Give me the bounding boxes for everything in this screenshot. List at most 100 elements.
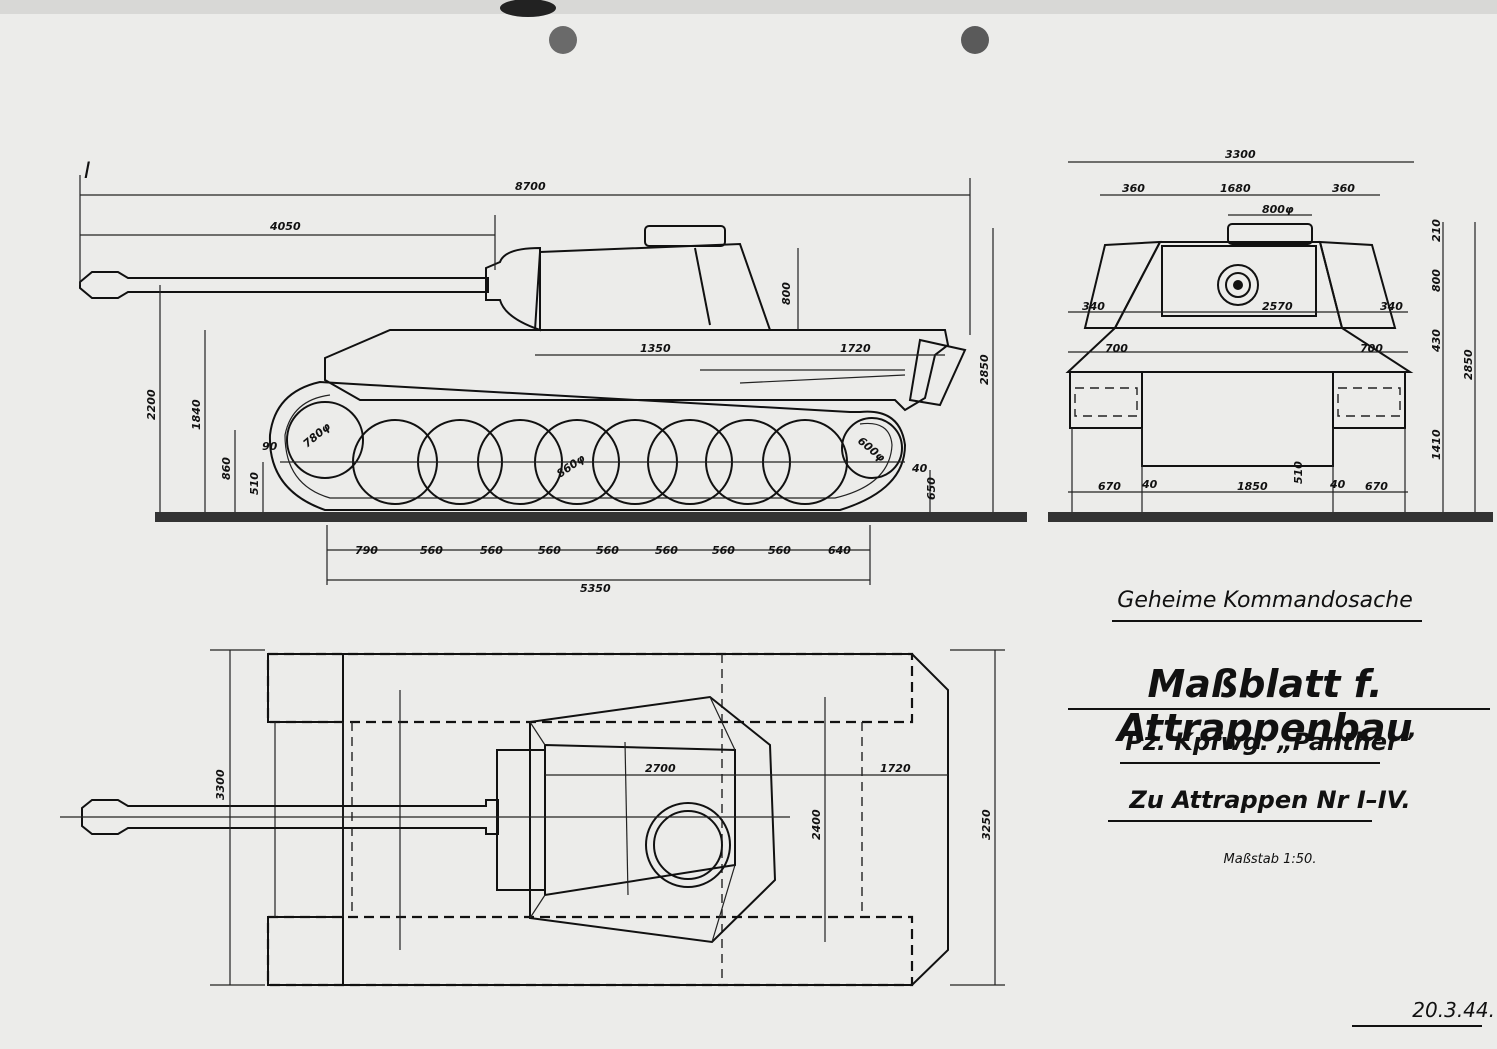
top-turret-facet xyxy=(711,864,736,943)
view-marker: I xyxy=(84,159,91,184)
top-sprocket-left xyxy=(267,653,344,723)
front-ground xyxy=(1048,512,1493,522)
label-front-side-left: 360 xyxy=(1122,182,1145,195)
label-small-gap-right: 40 xyxy=(911,462,928,475)
top-gun-barrel xyxy=(81,799,499,835)
label-turret-offset: 1350 xyxy=(640,342,671,355)
label-hull-height-total: 2850 xyxy=(978,354,991,385)
label-spacing-2: 560 xyxy=(420,544,443,557)
top-sprocket-right xyxy=(267,916,344,986)
side-cupola xyxy=(644,225,726,247)
date-underline xyxy=(1352,1025,1482,1027)
dummy-subtitle: Zu Attrappen Nr I–IV. xyxy=(1129,786,1411,814)
label-spacing-5: 560 xyxy=(596,544,619,557)
label-top-width: 3300 xyxy=(214,769,227,800)
label-spacing-6: 560 xyxy=(655,544,678,557)
top-turret-facet xyxy=(529,894,546,919)
label-rear-clearance: 650 xyxy=(925,477,938,500)
label-front-lower-h: 1410 xyxy=(1430,429,1443,460)
vehicle-subtitle: Pz. Kpfwg. „Panther” xyxy=(1125,728,1415,756)
label-spacing-3: 560 xyxy=(480,544,503,557)
label-front-gap-right: 40 xyxy=(1329,478,1346,491)
label-track-contact: 5350 xyxy=(580,582,611,595)
label-top-rear-offset: 1720 xyxy=(880,762,911,775)
label-turret-height: 800 xyxy=(780,282,793,305)
side-ground xyxy=(155,512,1027,522)
label-spacing-1: 790 xyxy=(355,544,378,557)
front-track-left-inner xyxy=(1074,387,1138,417)
title-underline xyxy=(1068,708,1490,710)
paper-edge xyxy=(0,0,1497,14)
top-cupola-inner xyxy=(653,810,723,880)
subtitle-underline xyxy=(1120,762,1380,764)
label-spacing-4: 560 xyxy=(538,544,561,557)
scale-label: Maßstab 1:50. xyxy=(1223,852,1317,867)
side-idler xyxy=(841,417,903,479)
label-top-turret-length: 2700 xyxy=(645,762,676,775)
front-hull-lower xyxy=(1141,371,1334,467)
label-front-right-offset: 340 xyxy=(1380,300,1403,313)
pin-hole-right xyxy=(961,26,989,54)
front-cupola xyxy=(1227,223,1313,245)
label-front-track-upper-right: 700 xyxy=(1360,342,1383,355)
classification-label: Geheime Kommandosache xyxy=(1117,588,1413,613)
side-turret-line xyxy=(694,247,711,326)
side-track-inner xyxy=(284,394,893,499)
label-front-side-right: 360 xyxy=(1332,182,1355,195)
ink-stain xyxy=(500,0,556,17)
side-hull xyxy=(324,329,950,412)
classification-underline xyxy=(1112,620,1422,622)
label-top-hull-width: 3250 xyxy=(980,809,993,840)
top-cupola-outer xyxy=(645,802,731,888)
side-sprocket xyxy=(286,401,364,479)
sheet-title: Maßblatt f. Attrappenbau xyxy=(1117,662,1413,750)
pin-hole-left xyxy=(549,26,577,54)
label-front-total-h: 2850 xyxy=(1462,349,1475,380)
label-front-track-left: 670 xyxy=(1098,480,1121,493)
front-gun-outer xyxy=(1217,264,1259,306)
front-view: 3300 360 1680 360 800φ 2570 340 340 700 … xyxy=(1048,148,1493,522)
label-track-height: 860 xyxy=(220,457,233,480)
label-rear-offset: 1720 xyxy=(840,342,871,355)
side-view: I xyxy=(79,159,1027,595)
label-front-middle: 1680 xyxy=(1220,182,1251,195)
label-front-gap-center: 1850 xyxy=(1237,480,1268,493)
front-gun-ring xyxy=(1225,272,1251,298)
front-track-right-inner xyxy=(1337,387,1401,417)
label-front-track-upper-left: 700 xyxy=(1105,342,1128,355)
front-turret-face xyxy=(1161,245,1317,317)
label-front-gap-left: 40 xyxy=(1141,478,1158,491)
label-front-turret-h: 800 xyxy=(1430,269,1443,292)
top-turret-facet xyxy=(529,721,546,746)
label-overall-length: 8700 xyxy=(515,180,546,193)
side-track xyxy=(268,380,907,511)
label-small-gap-left: 90 xyxy=(262,440,278,453)
label-front-cupola: 800φ xyxy=(1262,203,1294,216)
side-exhaust xyxy=(908,338,967,407)
label-front-base: 2570 xyxy=(1262,300,1293,313)
label-front-belly: 510 xyxy=(1292,461,1305,484)
top-view: 3300 2700 1720 2400 3250 xyxy=(60,649,1005,987)
top-track-left xyxy=(266,652,914,724)
label-ground-clearance: 510 xyxy=(248,472,261,495)
label-top-turret-width: 2400 xyxy=(810,809,823,840)
front-side-right xyxy=(1318,240,1397,329)
label-height-to-gun: 2200 xyxy=(145,389,158,420)
subtitle2-underline xyxy=(1108,820,1372,822)
side-gun-barrel xyxy=(79,271,489,299)
front-side-left xyxy=(1083,240,1162,329)
label-hull-top: 1840 xyxy=(190,399,203,430)
top-turret-facet xyxy=(709,696,736,751)
label-spacing-8: 560 xyxy=(768,544,791,557)
label-gun-overhang: 4050 xyxy=(269,220,301,233)
label-spacing-7: 560 xyxy=(712,544,735,557)
top-track-right xyxy=(266,915,914,987)
label-front-top: 210 xyxy=(1430,219,1443,242)
label-front-track-right: 670 xyxy=(1365,480,1388,493)
label-front-width: 3300 xyxy=(1225,148,1256,161)
label-front-left-offset: 340 xyxy=(1082,300,1105,313)
date-signature: 20.3.44. xyxy=(1412,998,1495,1022)
label-front-sponson-h: 430 xyxy=(1430,329,1443,353)
